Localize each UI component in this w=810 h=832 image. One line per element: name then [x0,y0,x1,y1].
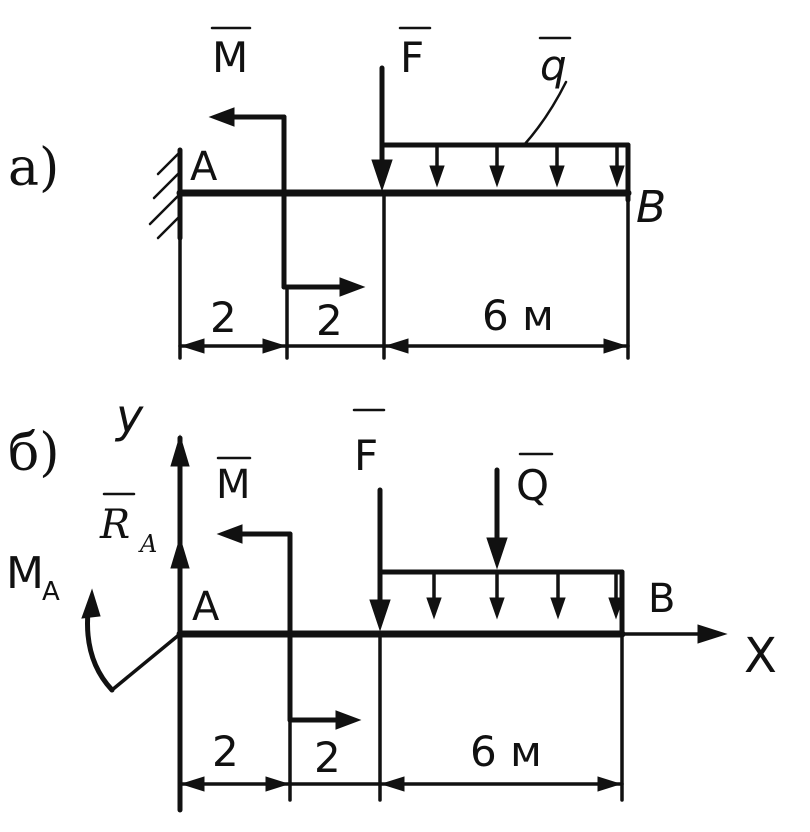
dim-label-1-b: 2 [212,727,239,776]
part-a: а) A B M F [8,26,666,360]
point-a-label-a: A [190,144,218,190]
distributed-load-b [377,569,625,637]
dim-label-2-b: 2 [314,733,341,782]
reaction-force-sub: A [138,530,157,558]
force-label-b: F [354,431,378,480]
force-arrow-b [369,487,391,632]
couple-moment-a [208,107,366,297]
resultant-label-b: Q [516,461,549,510]
point-a-label-b: A [192,584,220,630]
distributed-load-a [379,80,631,188]
part-a-label: а) [8,138,59,198]
reaction-moment-sub: A [42,577,60,607]
dim-label-3-a: 6 м [482,291,554,340]
reaction-moment-label: M [6,548,44,599]
moment-label-a: M [212,33,248,82]
force-label-a: F [400,33,424,82]
part-b: б) y R A M A X A B [6,389,777,813]
resultant-arrow-b [486,467,508,570]
dimension-lines-a [178,191,630,360]
dim-label-1-a: 2 [210,293,237,342]
reaction-moment-arc [81,588,182,693]
point-b-label-a: B [636,182,666,233]
dimension-lines-b [178,632,624,802]
fixed-support-a [148,147,183,241]
point-b-label-b: B [648,576,675,622]
x-axis [620,624,728,644]
x-axis-label: X [744,628,777,684]
couple-moment-b [216,524,362,730]
dim-label-2-a: 2 [316,296,343,345]
moment-label-b: M [216,462,251,508]
force-arrow-a [371,65,393,192]
reaction-force-label: R [99,502,130,548]
reaction-force-arrow [170,536,190,637]
part-b-label: б) [8,423,60,483]
dim-label-3-b: 6 м [470,727,542,776]
load-label-a: q [540,41,567,90]
y-axis-label: y [114,389,144,443]
